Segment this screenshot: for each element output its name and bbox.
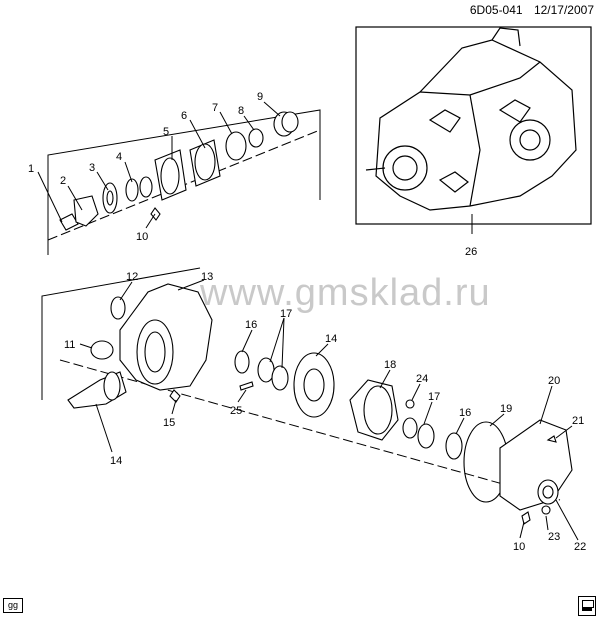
callout-24: 24: [416, 373, 428, 385]
callout-10a: 10: [136, 231, 148, 243]
callout-2: 2: [60, 175, 66, 187]
callout-11: 11: [64, 339, 75, 351]
callout-13: 13: [201, 271, 213, 283]
callout-6: 6: [181, 110, 187, 122]
callout-4: 4: [116, 151, 122, 163]
callout-15: 15: [163, 417, 175, 429]
diagram-code: 6D05-041: [469, 3, 523, 17]
callout-26: 26: [465, 246, 477, 258]
callout-25: 25: [230, 405, 242, 417]
leader-lines: [37, 101, 579, 541]
diagram-header: 6D05-041 12/17/2007: [470, 3, 594, 17]
callout-23: 23: [548, 531, 560, 543]
corner-tag: gg: [3, 598, 23, 613]
callout-9: 9: [257, 91, 263, 103]
watermark: www.gmsklad.ru: [200, 272, 491, 314]
assembled-housing-drawing: [365, 27, 577, 211]
callout-22: 22: [574, 541, 586, 553]
callout-8: 8: [238, 105, 244, 117]
callout-19: 19: [500, 403, 512, 415]
callout-7: 7: [212, 102, 218, 114]
diagram-date: 12/17/2007: [533, 3, 594, 17]
callout-17a: 17: [280, 308, 292, 320]
callout-16b: 16: [459, 407, 471, 419]
printer-icon: [578, 596, 596, 616]
callout-21: 21: [572, 415, 584, 427]
callout-3: 3: [89, 162, 95, 174]
callout-10b: 10: [513, 541, 525, 553]
inset-frame: [355, 26, 592, 225]
callout-17b: 17: [428, 391, 440, 403]
callout-labels: 1 2 3 4 5 6 7 8 9 10 11 12 13 16 17 14 1…: [28, 91, 586, 553]
callout-18: 18: [384, 359, 396, 371]
callout-12: 12: [126, 271, 138, 283]
upper-parts: [59, 111, 299, 231]
callout-1: 1: [28, 163, 34, 175]
callout-14a: 14: [110, 455, 122, 467]
callout-20: 20: [548, 375, 560, 387]
lower-parts: [67, 283, 573, 525]
callout-14b: 14: [325, 333, 337, 345]
callout-16a: 16: [245, 319, 257, 331]
callout-5: 5: [163, 126, 169, 138]
